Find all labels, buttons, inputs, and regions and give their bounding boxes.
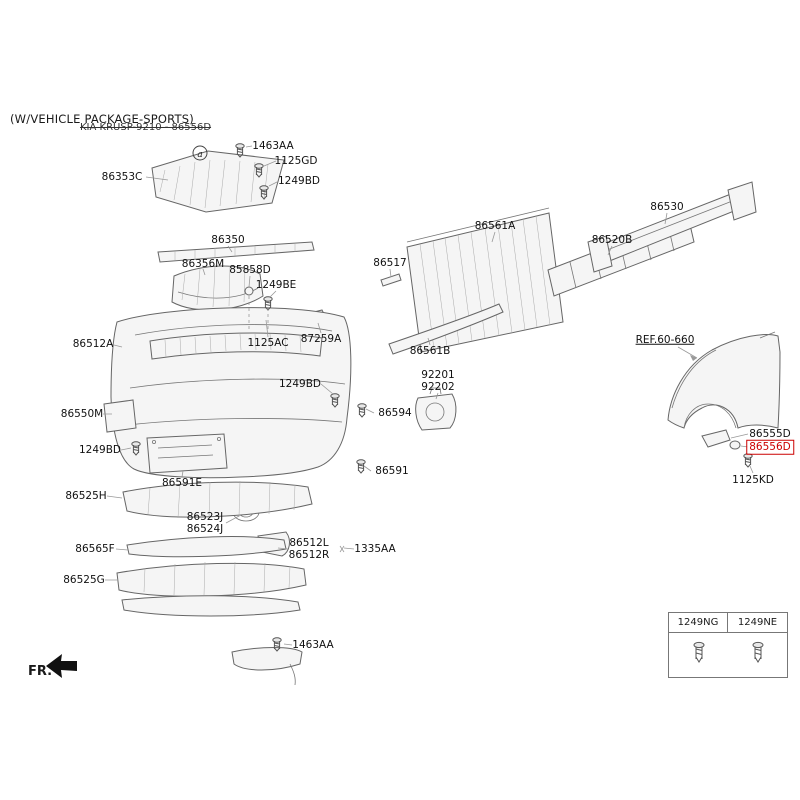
part-shape-fender: [667, 331, 781, 429]
part-shape-86517: [380, 273, 402, 287]
part-label-86530: 86530: [650, 200, 684, 213]
part-label-1335AA: 1335AA: [354, 542, 396, 555]
part-label-92201: 92201: [421, 368, 455, 381]
part-label-86525H: 86525H: [65, 489, 107, 502]
part-shape-92201: [415, 387, 457, 431]
part-shape-86555D: [701, 429, 741, 450]
part-label-1463AA: 1463AA: [252, 139, 294, 152]
fastener-col-1249NG: 1249NG: [669, 613, 728, 633]
part-label-1463AA: 1463AA: [292, 638, 334, 651]
part-label-86353C: 86353C: [101, 170, 143, 183]
part-label-86555D: 86555D: [749, 427, 791, 440]
part-label-86591E: 86591E: [161, 476, 203, 489]
part-label-86512R: 86512R: [288, 548, 330, 561]
part-label-86561B: 86561B: [409, 344, 451, 357]
page-title: (W/VEHICLE PACKAGE-SPORTS): [10, 112, 194, 126]
part-shape-86530: [587, 181, 757, 273]
part-shape-85858D: [244, 286, 254, 296]
part-shape-86550M: [103, 399, 137, 433]
part-shape-86353C: a: [151, 145, 285, 213]
part-label-86594: 86594: [378, 406, 412, 419]
page-subtitle: KIA KRUSP-9210 - 86556D: [80, 122, 212, 133]
part-label-86523J: 86523J: [186, 510, 224, 523]
part-label-87259A: 87259A: [300, 332, 342, 345]
part-label-86561A: 86561A: [474, 219, 516, 232]
part-label-86512A: 86512A: [72, 337, 114, 350]
part-shape-86350: [157, 241, 315, 263]
part-shape-86525H: [122, 480, 313, 519]
part-label-86525G: 86525G: [63, 573, 105, 586]
part-label-1249BE: 1249BE: [255, 278, 297, 291]
fastener-col-1249NE: 1249NE: [728, 613, 787, 633]
part-shape-86565F: [126, 536, 287, 558]
leader-lines: [103, 145, 754, 646]
fastener-cell-1249NE: [728, 633, 787, 677]
part-label-85858D: 85858D: [229, 263, 271, 276]
part-label-1125AC: 1125AC: [247, 336, 289, 349]
part-label-1249BD: 1249BD: [78, 443, 122, 456]
part-shape-86561A: [406, 207, 564, 353]
screw-icon: [693, 641, 704, 663]
part-label-86550M: 86550M: [60, 407, 104, 420]
fr-direction-arrow: [46, 654, 77, 678]
part-label-86565F: 86565F: [75, 542, 115, 555]
part-shape-86561B: [388, 303, 504, 355]
fastener-cell-1249NG: [669, 633, 728, 677]
part-shape-86591E: [146, 433, 228, 474]
part-label-86517: 86517: [373, 256, 407, 269]
part-label-86524J: 86524J: [186, 522, 224, 535]
part-label-1125GD: 1125GD: [274, 154, 318, 167]
part-label-86512L: 86512L: [289, 536, 329, 549]
part-label-86356M: 86356M: [181, 257, 225, 270]
part-shape-lower-deflector: [231, 647, 303, 671]
part-label-86591: 86591: [375, 464, 409, 477]
part-shape-86512A: [110, 307, 352, 479]
part-label-REF.60-660: REF.60-660: [635, 333, 695, 346]
part-label-86556D: 86556D: [746, 439, 794, 455]
fastener-table: 1249NG 1249NE: [668, 612, 788, 678]
part-label-1249BD: 1249BD: [277, 174, 321, 187]
fr-label: FR.: [28, 664, 53, 679]
part-label-92202: 92202: [421, 380, 455, 393]
part-label-1125KD: 1125KD: [732, 473, 774, 486]
part-shape-86356M: [171, 265, 264, 311]
part-label-86520B: 86520B: [591, 233, 633, 246]
screw-icon: [752, 641, 763, 663]
part-label-1249BD: 1249BD: [278, 377, 322, 390]
part-label-86350: 86350: [211, 233, 245, 246]
part-shape-86525G: [116, 561, 307, 617]
svg-text:a: a: [197, 150, 202, 160]
